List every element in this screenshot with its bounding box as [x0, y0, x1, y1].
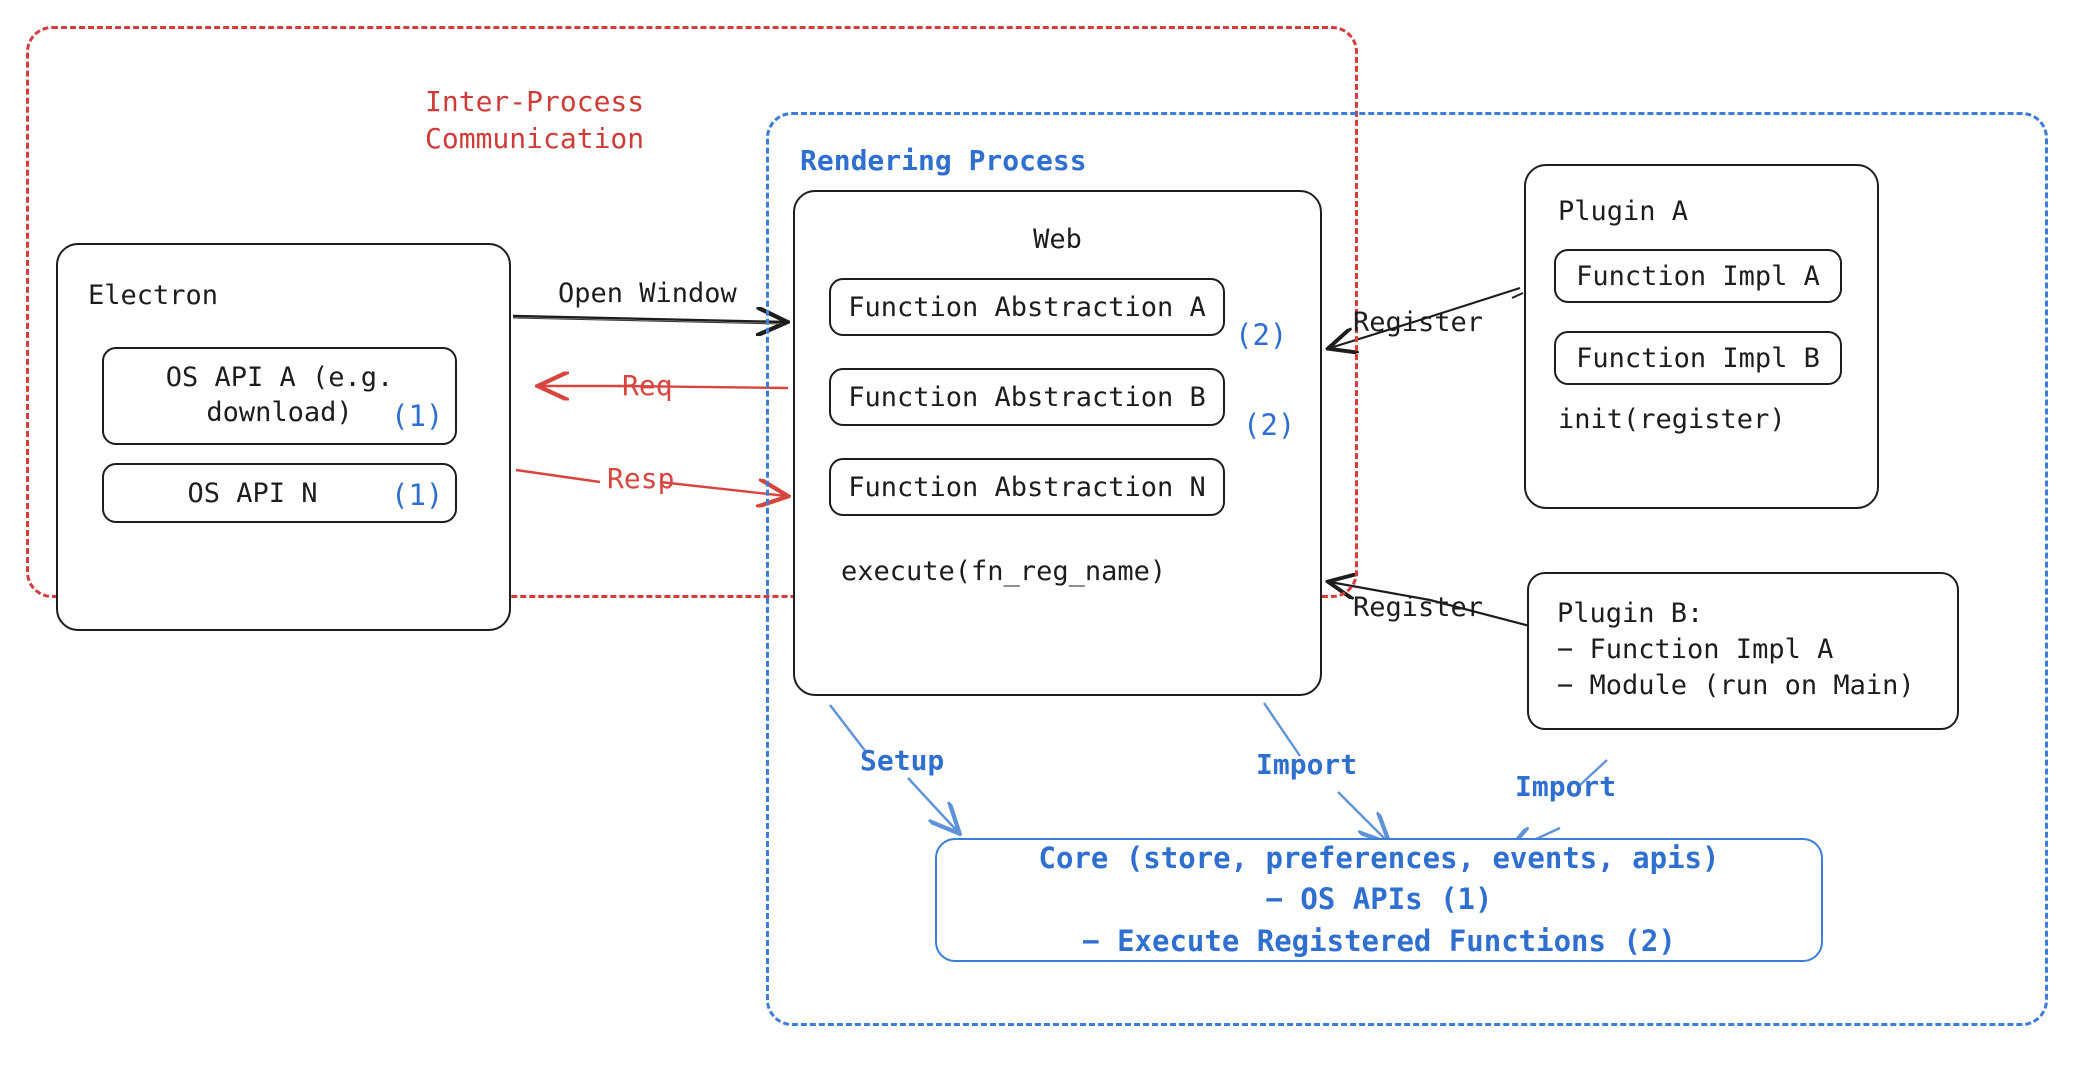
core-lines: Core (store, preferences, events, apis) … [1038, 841, 1720, 958]
plugin-a-init-label: init(register) [1558, 404, 1786, 435]
rendering-process-boundary [766, 112, 2048, 1026]
function-abstraction-n-box[interactable]: Function Abstraction N [829, 458, 1225, 516]
plugin-a-function-impl-a-box[interactable]: Function Impl A [1554, 249, 1842, 303]
os-api-a-box[interactable]: OS API A (e.g. download) [102, 347, 457, 445]
core-box[interactable]: Core (store, preferences, events, apis) … [935, 838, 1823, 962]
edge-label-setup: Setup [860, 744, 945, 777]
plugin-a-function-impl-b-box[interactable]: Function Impl B [1554, 331, 1842, 385]
function-abstraction-a-box[interactable]: Function Abstraction A [829, 278, 1225, 336]
function-abstraction-b-label: Function Abstraction B [848, 381, 1206, 413]
rendering-process-label: Rendering Process [800, 144, 1087, 177]
os-api-n-label: OS API N [187, 477, 318, 509]
web-execute-label: execute(fn_reg_name) [841, 556, 1167, 587]
function-abstraction-a-label: Function Abstraction A [848, 291, 1206, 323]
os-api-a-marker: (1) [391, 399, 444, 433]
function-abstraction-a-marker: (2) [1235, 318, 1288, 352]
plugin-b-lines: Plugin B: − Function Impl A − Module (ru… [1557, 598, 1915, 702]
os-api-n-marker: (1) [391, 478, 444, 512]
electron-box[interactable]: Electron OS API A (e.g. download) (1) OS… [56, 243, 511, 631]
edge-label-import-plugin-b: Import [1515, 770, 1617, 803]
os-api-a-label: OS API A (e.g. download) [165, 362, 394, 428]
ipc-label: Inter-Process Communication [425, 85, 645, 155]
edge-label-import-web: Import [1256, 748, 1358, 781]
edge-label-register-b: Register [1353, 592, 1484, 623]
edge-label-req: Req [622, 369, 673, 402]
os-api-n-box[interactable]: OS API N [102, 463, 457, 523]
function-abstraction-n-label: Function Abstraction N [848, 471, 1206, 503]
plugin-a-title: Plugin A [1558, 196, 1689, 227]
ipc-boundary [26, 26, 1358, 598]
edge-label-register-a: Register [1353, 307, 1484, 338]
edge-label-resp: Resp [607, 462, 675, 495]
edge-label-open-window: Open Window [558, 278, 737, 309]
plugin-a-box[interactable]: Plugin A Function Impl A Function Impl B… [1524, 164, 1879, 509]
web-title: Web [1033, 224, 1082, 255]
plugin-b-box[interactable]: Plugin B: − Function Impl A − Module (ru… [1527, 572, 1959, 730]
electron-title: Electron [88, 280, 219, 311]
web-box[interactable]: Web Function Abstraction A Function Abst… [793, 190, 1322, 696]
plugin-a-function-impl-b-label: Function Impl B [1576, 342, 1820, 374]
plugin-a-function-impl-a-label: Function Impl A [1576, 260, 1820, 292]
function-abstraction-b-marker: (2) [1243, 408, 1296, 442]
function-abstraction-b-box[interactable]: Function Abstraction B [829, 368, 1225, 426]
